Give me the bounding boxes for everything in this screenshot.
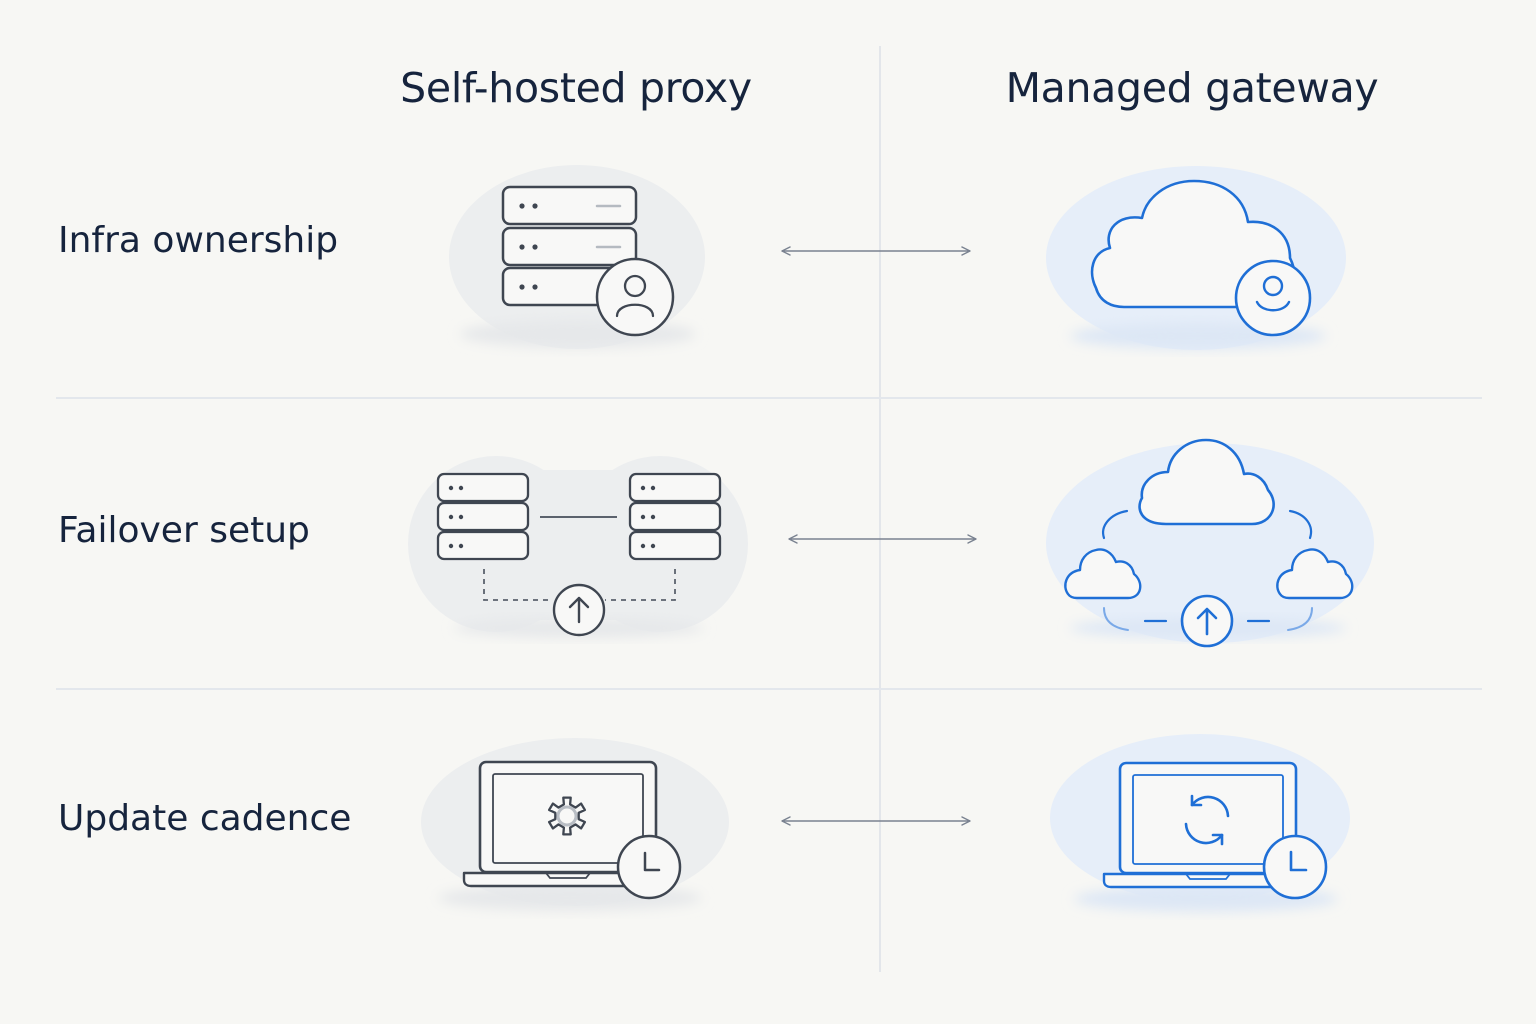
row-label-update-cadence: Update cadence [58, 798, 352, 839]
self-hosted-column-title: Self-hosted proxy [400, 64, 752, 112]
multi-cloud-failover-icon [1046, 438, 1374, 648]
row-divider-1 [56, 397, 1482, 399]
column-divider [879, 46, 881, 972]
laptop-gear-clock-icon [421, 738, 729, 911]
server-stack-user-icon [449, 165, 705, 349]
redundant-servers-failover-icon [408, 456, 748, 638]
laptop-sync-clock-icon [1050, 734, 1350, 912]
row-divider-2 [56, 688, 1482, 690]
cloud-user-icon [1046, 166, 1346, 350]
row-label-failover-setup: Failover setup [58, 510, 310, 551]
managed-column-title: Managed gateway [1005, 64, 1379, 112]
row-label-infra-ownership: Infra ownership [58, 220, 339, 261]
